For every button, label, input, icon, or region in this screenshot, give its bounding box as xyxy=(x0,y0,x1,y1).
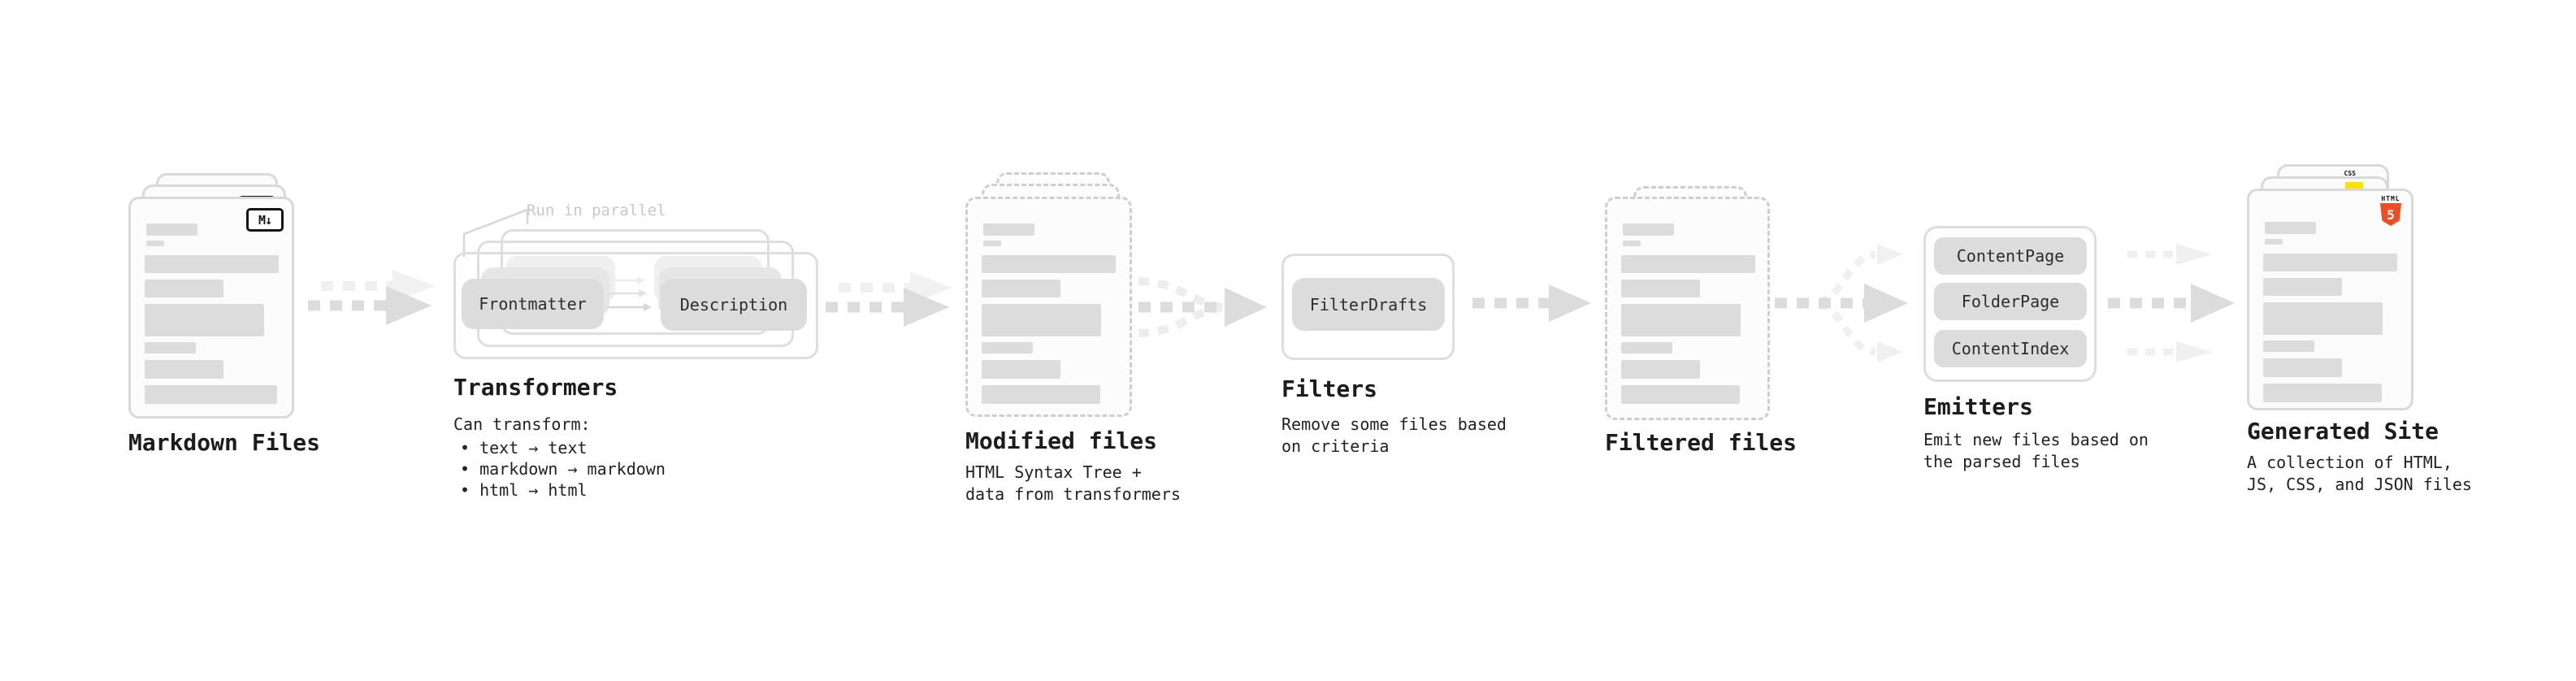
js-badge-icon xyxy=(2345,182,2363,191)
run-in-parallel-annotation: Run in parallel xyxy=(527,202,666,219)
text-line-placeholder xyxy=(145,385,277,404)
text-line-placeholder xyxy=(145,280,223,297)
text-line-placeholder xyxy=(982,280,1060,297)
text-line-placeholder xyxy=(145,360,223,379)
filters-caption: Remove some files based on criteria xyxy=(1281,414,1507,456)
transform-bullet: • text → text xyxy=(460,438,588,458)
text-line-placeholder xyxy=(982,255,1116,273)
text-line-placeholder xyxy=(2263,302,2383,335)
transform-bullet: • html → html xyxy=(460,480,588,500)
flow-arrow-transformers-to-modified xyxy=(826,271,952,327)
flow-arrow-fanout-to-emitters xyxy=(1775,244,1908,362)
filtered-file-card-front xyxy=(1605,197,1770,420)
text-line-placeholder xyxy=(1623,241,1641,246)
modified-file-card-front xyxy=(965,197,1132,417)
stage-title-modified-files: Modified files xyxy=(965,427,1158,454)
markdown-file-card-front: M↓ xyxy=(128,197,294,419)
frontmatter-chip-label: Frontmatter xyxy=(479,294,587,314)
text-line-placeholder xyxy=(1621,385,1740,404)
text-line-placeholder xyxy=(2263,358,2342,377)
text-line-placeholder xyxy=(145,304,264,336)
stage-title-generated-site: Generated Site xyxy=(2247,418,2439,445)
filterdrafts-chip-label: FilterDrafts xyxy=(1309,294,1428,314)
folderpage-chip-label: FolderPage xyxy=(1961,292,2060,311)
filterdrafts-chip: FilterDrafts xyxy=(1292,278,1445,331)
text-line-placeholder xyxy=(1623,223,1674,236)
text-line-placeholder xyxy=(982,360,1060,379)
text-line-placeholder xyxy=(982,385,1100,404)
flow-arrow-merge-to-filters xyxy=(1138,277,1267,337)
html5-icon: HTML 5 xyxy=(2379,195,2402,226)
text-line-placeholder xyxy=(1621,360,1700,379)
emitters-caption: Emit new files based on the parsed files xyxy=(1923,430,2149,471)
generated-site-caption: A collection of HTML, JS, CSS, and JSON … xyxy=(2247,453,2472,494)
flow-arrows-emitters-to-site xyxy=(2108,244,2235,362)
site-file-card-html: HTML 5 xyxy=(2247,189,2413,410)
text-line-placeholder xyxy=(2263,384,2382,402)
stage-title-transformers: Transformers xyxy=(453,374,618,401)
contentpage-chip-label: ContentPage xyxy=(1956,246,2065,266)
emitters-box xyxy=(1923,226,2097,382)
text-line-placeholder xyxy=(1621,342,1672,354)
text-line-placeholder xyxy=(146,223,197,236)
modified-files-caption: HTML Syntax Tree + data from transformer… xyxy=(965,462,1181,504)
contentindex-chip: ContentIndex xyxy=(1934,330,2087,367)
text-line-placeholder xyxy=(146,241,164,246)
transformer-layer-box-front xyxy=(453,252,818,359)
contentpage-chip: ContentPage xyxy=(1934,237,2087,275)
folderpage-chip: FolderPage xyxy=(1934,283,2087,320)
text-line-placeholder xyxy=(1621,280,1700,297)
flow-arrow-markdown-to-transformers xyxy=(308,270,435,325)
markdown-icon: M↓ xyxy=(246,208,284,232)
text-line-placeholder xyxy=(2263,254,2397,271)
text-line-placeholder xyxy=(2265,239,2283,245)
text-line-placeholder xyxy=(983,241,1001,246)
annotation-connector-line xyxy=(462,208,529,257)
transform-bullet: • markdown → markdown xyxy=(460,459,666,479)
text-line-placeholder xyxy=(982,342,1033,354)
text-line-placeholder xyxy=(1621,304,1741,336)
text-line-placeholder xyxy=(145,255,279,273)
filters-box xyxy=(1281,254,1455,360)
contentindex-chip-label: ContentIndex xyxy=(1951,339,2070,358)
text-line-placeholder xyxy=(145,342,196,354)
transformers-caption: Can transform: xyxy=(453,414,591,434)
description-chip: Description xyxy=(661,279,807,331)
text-line-placeholder xyxy=(982,304,1101,336)
parallel-step-arrows xyxy=(608,276,652,311)
stage-title-filtered-files: Filtered files xyxy=(1605,429,1798,456)
flow-arrow-filters-to-filtered xyxy=(1472,284,1591,322)
text-line-placeholder xyxy=(2263,340,2314,352)
text-line-placeholder xyxy=(2265,222,2316,234)
stage-title-emitters: Emitters xyxy=(1923,393,2033,420)
stage-title-markdown-files: Markdown Files xyxy=(128,429,321,456)
frontmatter-chip: Frontmatter xyxy=(462,279,604,329)
text-line-placeholder xyxy=(2263,278,2342,296)
description-chip-label: Description xyxy=(679,295,788,314)
text-line-placeholder xyxy=(1621,255,1755,273)
text-line-placeholder xyxy=(983,223,1034,236)
stage-title-filters: Filters xyxy=(1281,375,1378,402)
